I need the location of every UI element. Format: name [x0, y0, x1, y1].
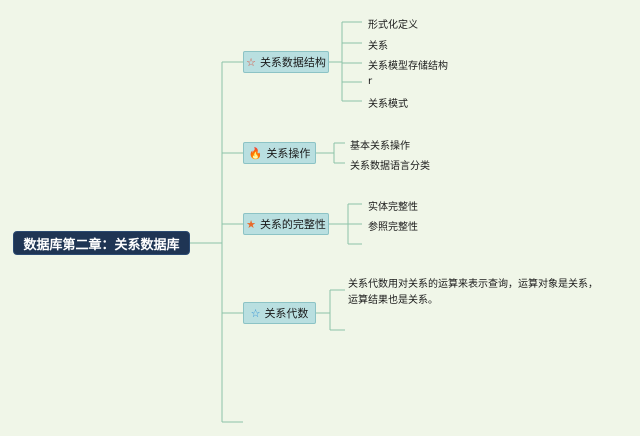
branch-label: 关系代数 — [264, 307, 309, 320]
branch-label: 关系操作 — [266, 147, 311, 160]
flame-icon: 🔥 — [248, 146, 263, 160]
root-node[interactable]: 数据库第二章：关系数据库 — [13, 231, 190, 255]
branch-node-integrity[interactable]: ★ 关系的完整性 — [243, 213, 329, 235]
leaf-node[interactable]: 形式化定义 — [368, 20, 418, 31]
leaf-node[interactable]: 关系 — [368, 41, 388, 52]
branch-node-relation-structure[interactable]: ☆ 关系数据结构 — [243, 51, 329, 73]
root-label: 数据库第二章：关系数据库 — [23, 237, 180, 253]
star-filled-icon: ★ — [246, 217, 256, 231]
star-outline-icon: ☆ — [246, 55, 256, 69]
branch-node-relational-algebra[interactable]: ☆ 关系代数 — [243, 302, 316, 324]
branch-label: 关系数据结构 — [259, 56, 326, 69]
note-text[interactable]: 关系代数用对关系的运算来表示查询，运算对象是关系， 运算结果也是关系。 — [348, 277, 633, 309]
star-outline-icon: ☆ — [250, 306, 261, 320]
leaf-node[interactable]: 关系模式 — [368, 99, 408, 110]
note-line: 关系代数用对关系的运算来表示查询，运算对象是关系， — [348, 279, 598, 290]
leaf-node[interactable]: 实体完整性 — [368, 202, 418, 213]
branch-label: 关系的完整性 — [259, 218, 326, 231]
leaf-node[interactable]: 参照完整性 — [368, 222, 418, 233]
leaf-node[interactable]: 关系数据语言分类 — [350, 161, 430, 172]
leaf-node[interactable]: 关系模型存储结构 — [368, 61, 448, 72]
leaf-node[interactable]: 基本关系操作 — [350, 141, 410, 152]
branch-node-relation-operations[interactable]: 🔥 关系操作 — [243, 142, 316, 164]
leaf-node[interactable]: r — [368, 76, 373, 87]
note-line: 运算结果也是关系。 — [348, 295, 438, 306]
